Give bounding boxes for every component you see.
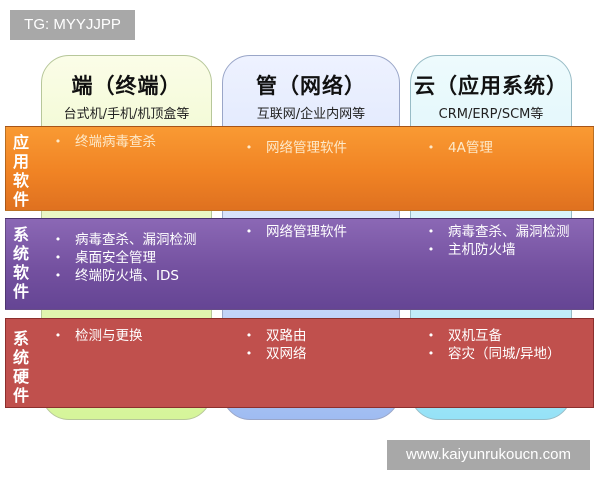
item-text: 终端防火墙、IDS <box>75 268 179 284</box>
column-title: 端（终端） <box>71 74 182 98</box>
list-item: • 主机防火墙 <box>426 241 570 259</box>
list-item: • 双机互备 <box>426 327 561 345</box>
cell-terminal: • 终端病毒查杀 <box>53 133 156 151</box>
band-label-char: 统 <box>12 348 29 367</box>
band-label-char: 系 <box>12 329 29 348</box>
band-label-char: 系 <box>12 225 29 244</box>
item-text: 病毒查杀、漏洞检测 <box>75 232 197 248</box>
band-label: 系 统 软 件 <box>12 225 30 301</box>
band-label-char: 统 <box>12 244 29 263</box>
band-label-char: 软 <box>12 263 29 282</box>
band-label: 系 统 硬 件 <box>12 329 30 405</box>
list-item: • 双网络 <box>244 345 307 363</box>
cell-network: • 双路由 • 双网络 <box>244 327 307 363</box>
bullet-icon: • <box>54 251 62 264</box>
band-label-char: 件 <box>12 386 29 405</box>
cell-cloud: • 病毒查杀、漏洞检测 • 主机防火墙 <box>426 223 570 259</box>
item-text: 病毒查杀、漏洞检测 <box>448 224 570 240</box>
bullet-icon: • <box>54 269 62 282</box>
band-label-char: 件 <box>12 190 29 209</box>
item-text: 检测与更换 <box>75 328 143 344</box>
item-text: 桌面安全管理 <box>75 250 156 266</box>
cell-terminal: • 病毒查杀、漏洞检测 • 桌面安全管理 • 终端防火墙、IDS <box>53 231 197 285</box>
band-label-char: 软 <box>12 171 29 190</box>
cell-network: • 网络管理软件 <box>244 139 347 157</box>
bullet-icon: • <box>427 329 435 342</box>
item-text: 终端病毒查杀 <box>75 134 156 150</box>
band-label-char: 应 <box>12 133 29 152</box>
list-item: • 4A管理 <box>426 139 493 157</box>
list-item: • 双路由 <box>244 327 307 345</box>
bullet-icon: • <box>427 243 435 256</box>
band-label-char: 用 <box>12 152 29 171</box>
bullet-icon: • <box>245 225 253 238</box>
list-item: • 容灾（同城/异地） <box>426 345 561 363</box>
item-text: 网络管理软件 <box>266 140 347 156</box>
bullet-icon: • <box>427 141 435 154</box>
bullet-icon: • <box>245 347 253 360</box>
list-item: • 病毒查杀、漏洞检测 <box>426 223 570 241</box>
list-item: • 桌面安全管理 <box>53 249 197 267</box>
bullet-icon: • <box>245 141 253 154</box>
cell-terminal: • 检测与更换 <box>53 327 143 345</box>
bullet-icon: • <box>427 347 435 360</box>
cell-cloud: • 双机互备 • 容灾（同城/异地） <box>426 327 561 363</box>
band-application-software: 应 用 软 件 • 终端病毒查杀 • 网络管理软件 • 4A管理 <box>5 126 594 211</box>
band-system-hardware: 系 统 硬 件 • 检测与更换 • 双路由 • 双网络 • 双机互备 • 容灾（同城/异地… <box>5 318 594 408</box>
bullet-icon: • <box>54 329 62 342</box>
column-subtitle: 台式机/手机/机顶盒等 <box>63 107 190 122</box>
column-subtitle: CRM/ERP/SCM等 <box>438 107 544 122</box>
bullet-icon: • <box>54 233 62 246</box>
list-item: • 网络管理软件 <box>244 139 347 157</box>
item-text: 主机防火墙 <box>448 242 516 258</box>
column-subtitle: 互联网/企业内网等 <box>256 107 366 122</box>
bullet-icon: • <box>245 329 253 342</box>
cell-cloud: • 4A管理 <box>426 139 493 157</box>
column-title: 管（网络） <box>256 74 366 98</box>
band-label-char: 硬 <box>12 367 29 386</box>
item-text: 4A管理 <box>448 140 493 156</box>
item-text: 双路由 <box>266 328 307 344</box>
item-text: 网络管理软件 <box>266 224 347 240</box>
column-title: 云（应用系统） <box>414 74 568 98</box>
band-label-char: 件 <box>12 282 29 301</box>
list-item: • 病毒查杀、漏洞检测 <box>53 231 197 249</box>
band-system-software: 系 统 软 件 • 病毒查杀、漏洞检测 • 桌面安全管理 • 终端防火墙、IDS • 网… <box>5 218 594 310</box>
band-label: 应 用 软 件 <box>12 133 30 209</box>
list-item: • 网络管理软件 <box>244 223 347 241</box>
item-text: 双机互备 <box>448 328 502 344</box>
bullet-icon: • <box>54 135 62 148</box>
watermark-top: TG: MYYJJPP <box>10 10 135 40</box>
watermark-bottom: www.kaiyunrukoucn.com <box>387 440 590 470</box>
cell-network: • 网络管理软件 <box>244 223 347 241</box>
list-item: • 检测与更换 <box>53 327 143 345</box>
item-text: 双网络 <box>266 346 307 362</box>
item-text: 容灾（同城/异地） <box>448 346 561 362</box>
list-item: • 终端防火墙、IDS <box>53 267 197 285</box>
bullet-icon: • <box>427 225 435 238</box>
list-item: • 终端病毒查杀 <box>53 133 156 151</box>
